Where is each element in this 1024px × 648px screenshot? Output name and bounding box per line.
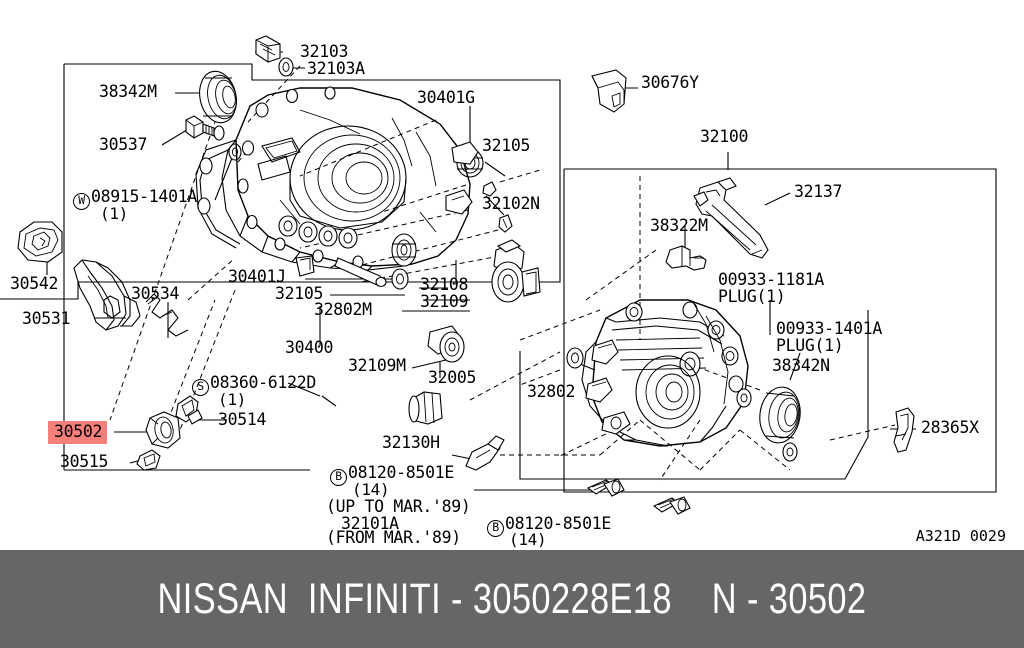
label-28365X: 28365X: [921, 418, 979, 437]
label-30534: 30534: [131, 284, 180, 303]
label-30676Y: 30676Y: [641, 73, 699, 92]
label-38322M: 38322M: [650, 216, 708, 235]
label-32100: 32100: [700, 127, 749, 146]
part-30531-shift-fork: [73, 259, 141, 331]
part-38322M-switch: [665, 245, 707, 271]
part-28365X-bracket: [893, 407, 915, 453]
part-32130H-lever: [465, 435, 505, 471]
part-32109M-part: [427, 325, 465, 363]
label-08915-qty: (1): [100, 204, 128, 223]
label-plug-1-a: PLUG(1): [718, 287, 786, 306]
label-32802M: 32802M: [314, 300, 372, 319]
label-32102N: 32102N: [482, 194, 540, 213]
group-frame-left: [63, 63, 561, 471]
label-32802: 32802: [527, 382, 576, 401]
label-08120-b-qty: (14): [509, 530, 547, 549]
label-38342N: 38342N: [772, 356, 830, 375]
diagram-canvas: [0, 35, 997, 515]
part-38342M-seal: [199, 70, 237, 124]
label-30401J: 30401J: [228, 267, 286, 286]
part-08360-leader: [321, 395, 337, 407]
part-32103A-washer: [278, 57, 294, 77]
label-32108: 32108: [420, 275, 469, 294]
part-08120-bolt-a: [586, 478, 625, 497]
label-30401G: 30401G: [417, 88, 475, 107]
label-30515: 30515: [60, 452, 109, 471]
footer-title: NISSAN INFINITI - 3050228E18 N - 30502: [157, 574, 867, 623]
part-30676Y-bracket: [591, 69, 627, 113]
label-30400: 30400: [285, 338, 334, 357]
symbol-w-icon: W: [73, 193, 90, 210]
part-30400-flange-arm: [195, 139, 241, 249]
label-30514: 30514: [218, 410, 267, 429]
part-38342N-seal: [759, 386, 801, 444]
group-frame-trans-case: [519, 310, 869, 480]
label-00933-1401A: 00933-1401A: [776, 319, 882, 338]
symbol-b-icon-a: B: [330, 469, 347, 486]
part-32802M-small: [391, 268, 409, 290]
part-30537-bolt: [185, 115, 225, 141]
part-30534-spring: [145, 293, 189, 337]
diagram-linework: [0, 35, 997, 515]
label-32130H: 32130H: [382, 433, 440, 452]
part-32802-washer: [566, 347, 584, 369]
part-32105-pin-top: [482, 181, 497, 197]
part-32005-part: [408, 391, 443, 425]
label-plug-1-b: PLUG(1): [776, 336, 844, 355]
part-30502-bushing: [145, 411, 181, 449]
part-08915-washer: [228, 143, 242, 161]
label-32103: 32103: [300, 42, 349, 61]
part-32105-pin-mid: [334, 257, 387, 288]
symbol-b-icon-b: B: [487, 520, 504, 537]
part-case-small-washer: [736, 388, 752, 408]
label-32101A: 32101A: [341, 514, 399, 533]
part-30542-boot: [17, 221, 63, 263]
label-32005: 32005: [428, 368, 477, 387]
label-32137: 32137: [794, 182, 843, 201]
part-38342N-washer: [782, 442, 798, 462]
group-frame-right: [563, 168, 997, 493]
label-30502-highlighted: 30502: [48, 421, 108, 444]
label-00933-1181A: 00933-1181A: [718, 270, 824, 289]
label-from-mar-89: (FROM MAR.'89): [326, 528, 461, 547]
symbol-s-icon: S: [192, 379, 209, 396]
leader-lines-center: [305, 260, 600, 491]
label-38342M: 38342M: [99, 82, 157, 101]
drawing-reference-code: A321D 0029: [915, 527, 1006, 545]
part-32103: [255, 35, 281, 63]
part-30515-clip: [136, 449, 161, 471]
part-32102N-pin: [498, 214, 513, 233]
part-32802M-gear: [391, 233, 417, 267]
label-32105-mid: 32105: [275, 284, 324, 303]
label-30531: 30531: [22, 309, 71, 328]
label-32109: 32109: [420, 292, 469, 311]
label-08360-qty: (1): [218, 390, 246, 409]
part-30514-clip: [175, 395, 203, 425]
label-32109M: 32109M: [348, 356, 406, 375]
part-08120-bolt-b: [652, 496, 691, 515]
label-32105-top: 32105: [482, 136, 531, 155]
footer-band: NISSAN INFINITI - 3050228E18 N - 30502: [0, 550, 1024, 648]
part-32108-32109-pinion: [491, 239, 541, 303]
part-30400-clutch-housing: [221, 86, 479, 277]
part-32137-rod: [693, 177, 769, 259]
label-32103A: 32103A: [307, 59, 365, 78]
label-30542: 30542: [10, 274, 59, 293]
label-08120-a-qty: (14): [352, 480, 390, 499]
part-32100-transmission-case: [581, 299, 749, 447]
label-30537: 30537: [99, 135, 148, 154]
label-up-to-mar-89: (UP TO MAR.'89): [326, 497, 471, 516]
